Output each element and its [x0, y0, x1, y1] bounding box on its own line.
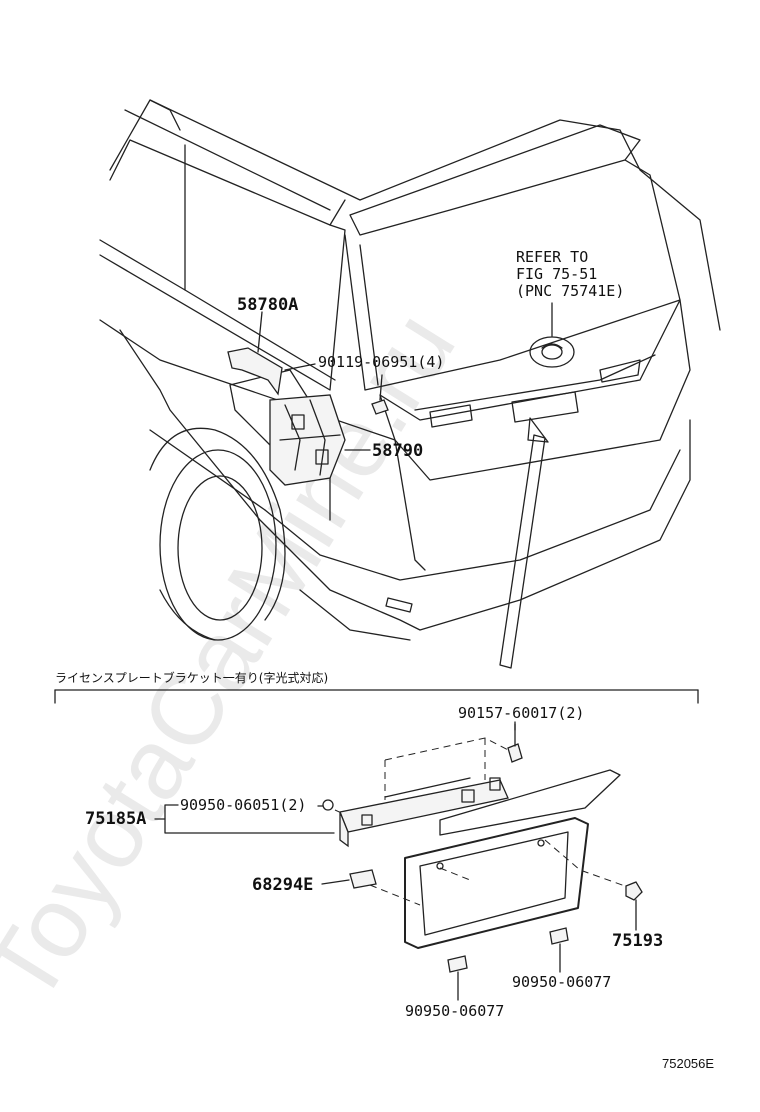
- direction-arrow: [499, 417, 549, 669]
- label-68294e: 68294E: [252, 875, 313, 895]
- license-plate-bracket-assembly: [154, 721, 643, 1001]
- label-75193: 75193: [612, 931, 663, 951]
- label-90119-06951: 90119-06951(4): [318, 353, 444, 371]
- label-75185a: 75185A: [85, 809, 146, 829]
- part-90950-06077-pad-b: [447, 955, 468, 973]
- refer-note-line2: FIG 75-51: [516, 265, 597, 283]
- label-90950-06077-bottom: 90950-06077: [405, 1002, 504, 1020]
- detail-frame: [54, 689, 699, 704]
- label-90157-60017: 90157-60017(2): [458, 704, 584, 722]
- label-58790: 58790: [372, 441, 423, 461]
- refer-note-line3: (PNC 75741E): [516, 282, 624, 300]
- part-90119-clip: [371, 374, 389, 415]
- label-90950-06077-right: 90950-06077: [512, 973, 611, 991]
- vehicle-rear-illustration: [99, 99, 721, 669]
- figure-code: 752056E: [662, 1056, 714, 1071]
- part-58780a-shape: [227, 347, 283, 396]
- part-75193-clip: [625, 881, 643, 901]
- label-58780a: 58780A: [237, 295, 298, 315]
- label-90950-06051: 90950-06051(2): [180, 796, 306, 814]
- part-90950-06077-pad-a: [549, 927, 569, 945]
- part-58790-shape: [269, 394, 346, 486]
- detail-note-text: ライセンスプレートブラケット一有り(字光式対応): [55, 670, 328, 685]
- part-68294e-shape: [349, 869, 377, 889]
- refer-note-line1: REFER TO: [516, 248, 588, 266]
